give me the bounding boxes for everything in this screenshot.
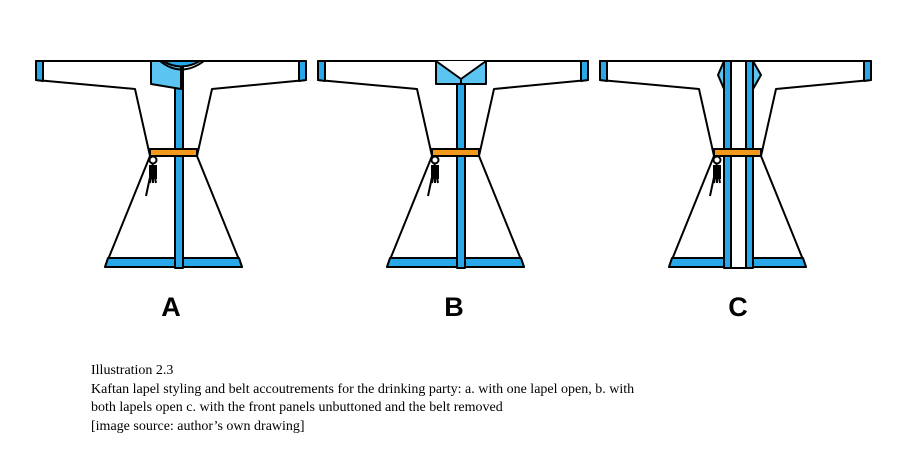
kaftan-b bbox=[317, 60, 589, 269]
kaftan-a-front-band bbox=[174, 63, 184, 269]
kaftan-b-body bbox=[317, 60, 589, 268]
panel-label-c: C bbox=[728, 292, 748, 322]
kaftan-a-belt bbox=[149, 148, 198, 157]
kaftan-a-body bbox=[35, 60, 307, 268]
kaftan-b-belt-pouch bbox=[427, 155, 440, 197]
kaftan-b-right-cuff bbox=[580, 60, 589, 82]
kaftan-b-hem bbox=[386, 257, 525, 268]
kaftan-c-belt bbox=[713, 148, 762, 157]
kaftan-c-right-cuff bbox=[863, 60, 872, 82]
caption-title: Illustration 2.3 bbox=[91, 363, 174, 378]
kaftan-a-right-cuff bbox=[298, 60, 307, 82]
panel-label-b: B bbox=[444, 292, 464, 322]
kaftan-a bbox=[35, 60, 307, 269]
kaftan-c-left-cuff bbox=[599, 60, 608, 82]
kaftan-a-hem bbox=[104, 257, 243, 268]
kaftan-a-collar bbox=[159, 60, 205, 71]
kaftan-a-left-cuff bbox=[35, 60, 44, 82]
panel-label-a: A bbox=[161, 292, 181, 322]
kaftan-illustrations bbox=[35, 60, 872, 269]
kaftan-c-right-lapel bbox=[752, 60, 762, 90]
kaftan-c-left-panel bbox=[723, 60, 732, 269]
kaftan-b-front-band bbox=[456, 63, 466, 269]
kaftan-c-opening bbox=[730, 60, 747, 269]
kaftan-b-left-cuff bbox=[317, 60, 326, 82]
kaftan-b-neckline bbox=[435, 60, 487, 80]
figure-caption: Illustration 2.3 Kaftan lapel styling an… bbox=[91, 362, 811, 436]
kaftan-a-collar-band bbox=[162, 60, 201, 68]
kaftan-c-left-lapel bbox=[717, 60, 725, 90]
kaftan-b-belt bbox=[431, 148, 480, 157]
caption-line-1: Kaftan lapel styling and belt accoutreme… bbox=[91, 381, 635, 397]
kaftan-c bbox=[599, 60, 872, 269]
kaftan-a-belt-pouch bbox=[145, 155, 158, 197]
kaftan-c-right-panel bbox=[745, 60, 754, 269]
caption-source: [image source: author’s own drawing] bbox=[91, 418, 305, 434]
caption-line-2: both lapels open c. with the front panel… bbox=[91, 400, 503, 415]
kaftan-c-belt-pouch bbox=[709, 155, 722, 197]
